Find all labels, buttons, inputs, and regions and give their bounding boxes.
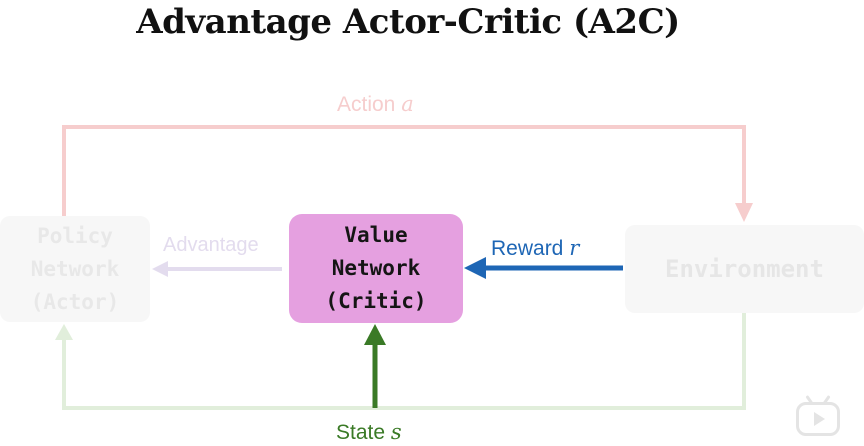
slide-title: Advantage Actor-Critic (A2C) [136,2,680,42]
play-icon [814,412,825,426]
reward-label-var: r [569,236,580,260]
action-arrowhead [735,203,753,222]
action-label-var: a [401,92,414,116]
bilibili-icon [796,402,840,436]
state-loop-arrow [62,313,746,410]
state-label-var: s [390,420,402,444]
state-label: State s [336,420,402,445]
advantage-arrowhead [152,261,168,277]
action-arrow [62,125,746,216]
action-label-text: Action [337,93,396,116]
advantage-label-text: Advantage [163,234,259,256]
state-label-text: State [336,421,386,444]
reward-label-text: Reward [491,237,564,260]
reward-label: Reward r [491,236,579,261]
reward-arrowhead [464,257,486,279]
state-arrowhead [364,324,386,345]
advantage-label: Advantage [163,234,259,257]
policy-network-box: Policy Network (Actor) [0,216,150,322]
value-network-box: Value Network (Critic) [289,214,463,323]
action-label: Action a [337,92,414,117]
environment-box: Environment [625,225,864,313]
state-loop-arrowhead [55,324,73,340]
